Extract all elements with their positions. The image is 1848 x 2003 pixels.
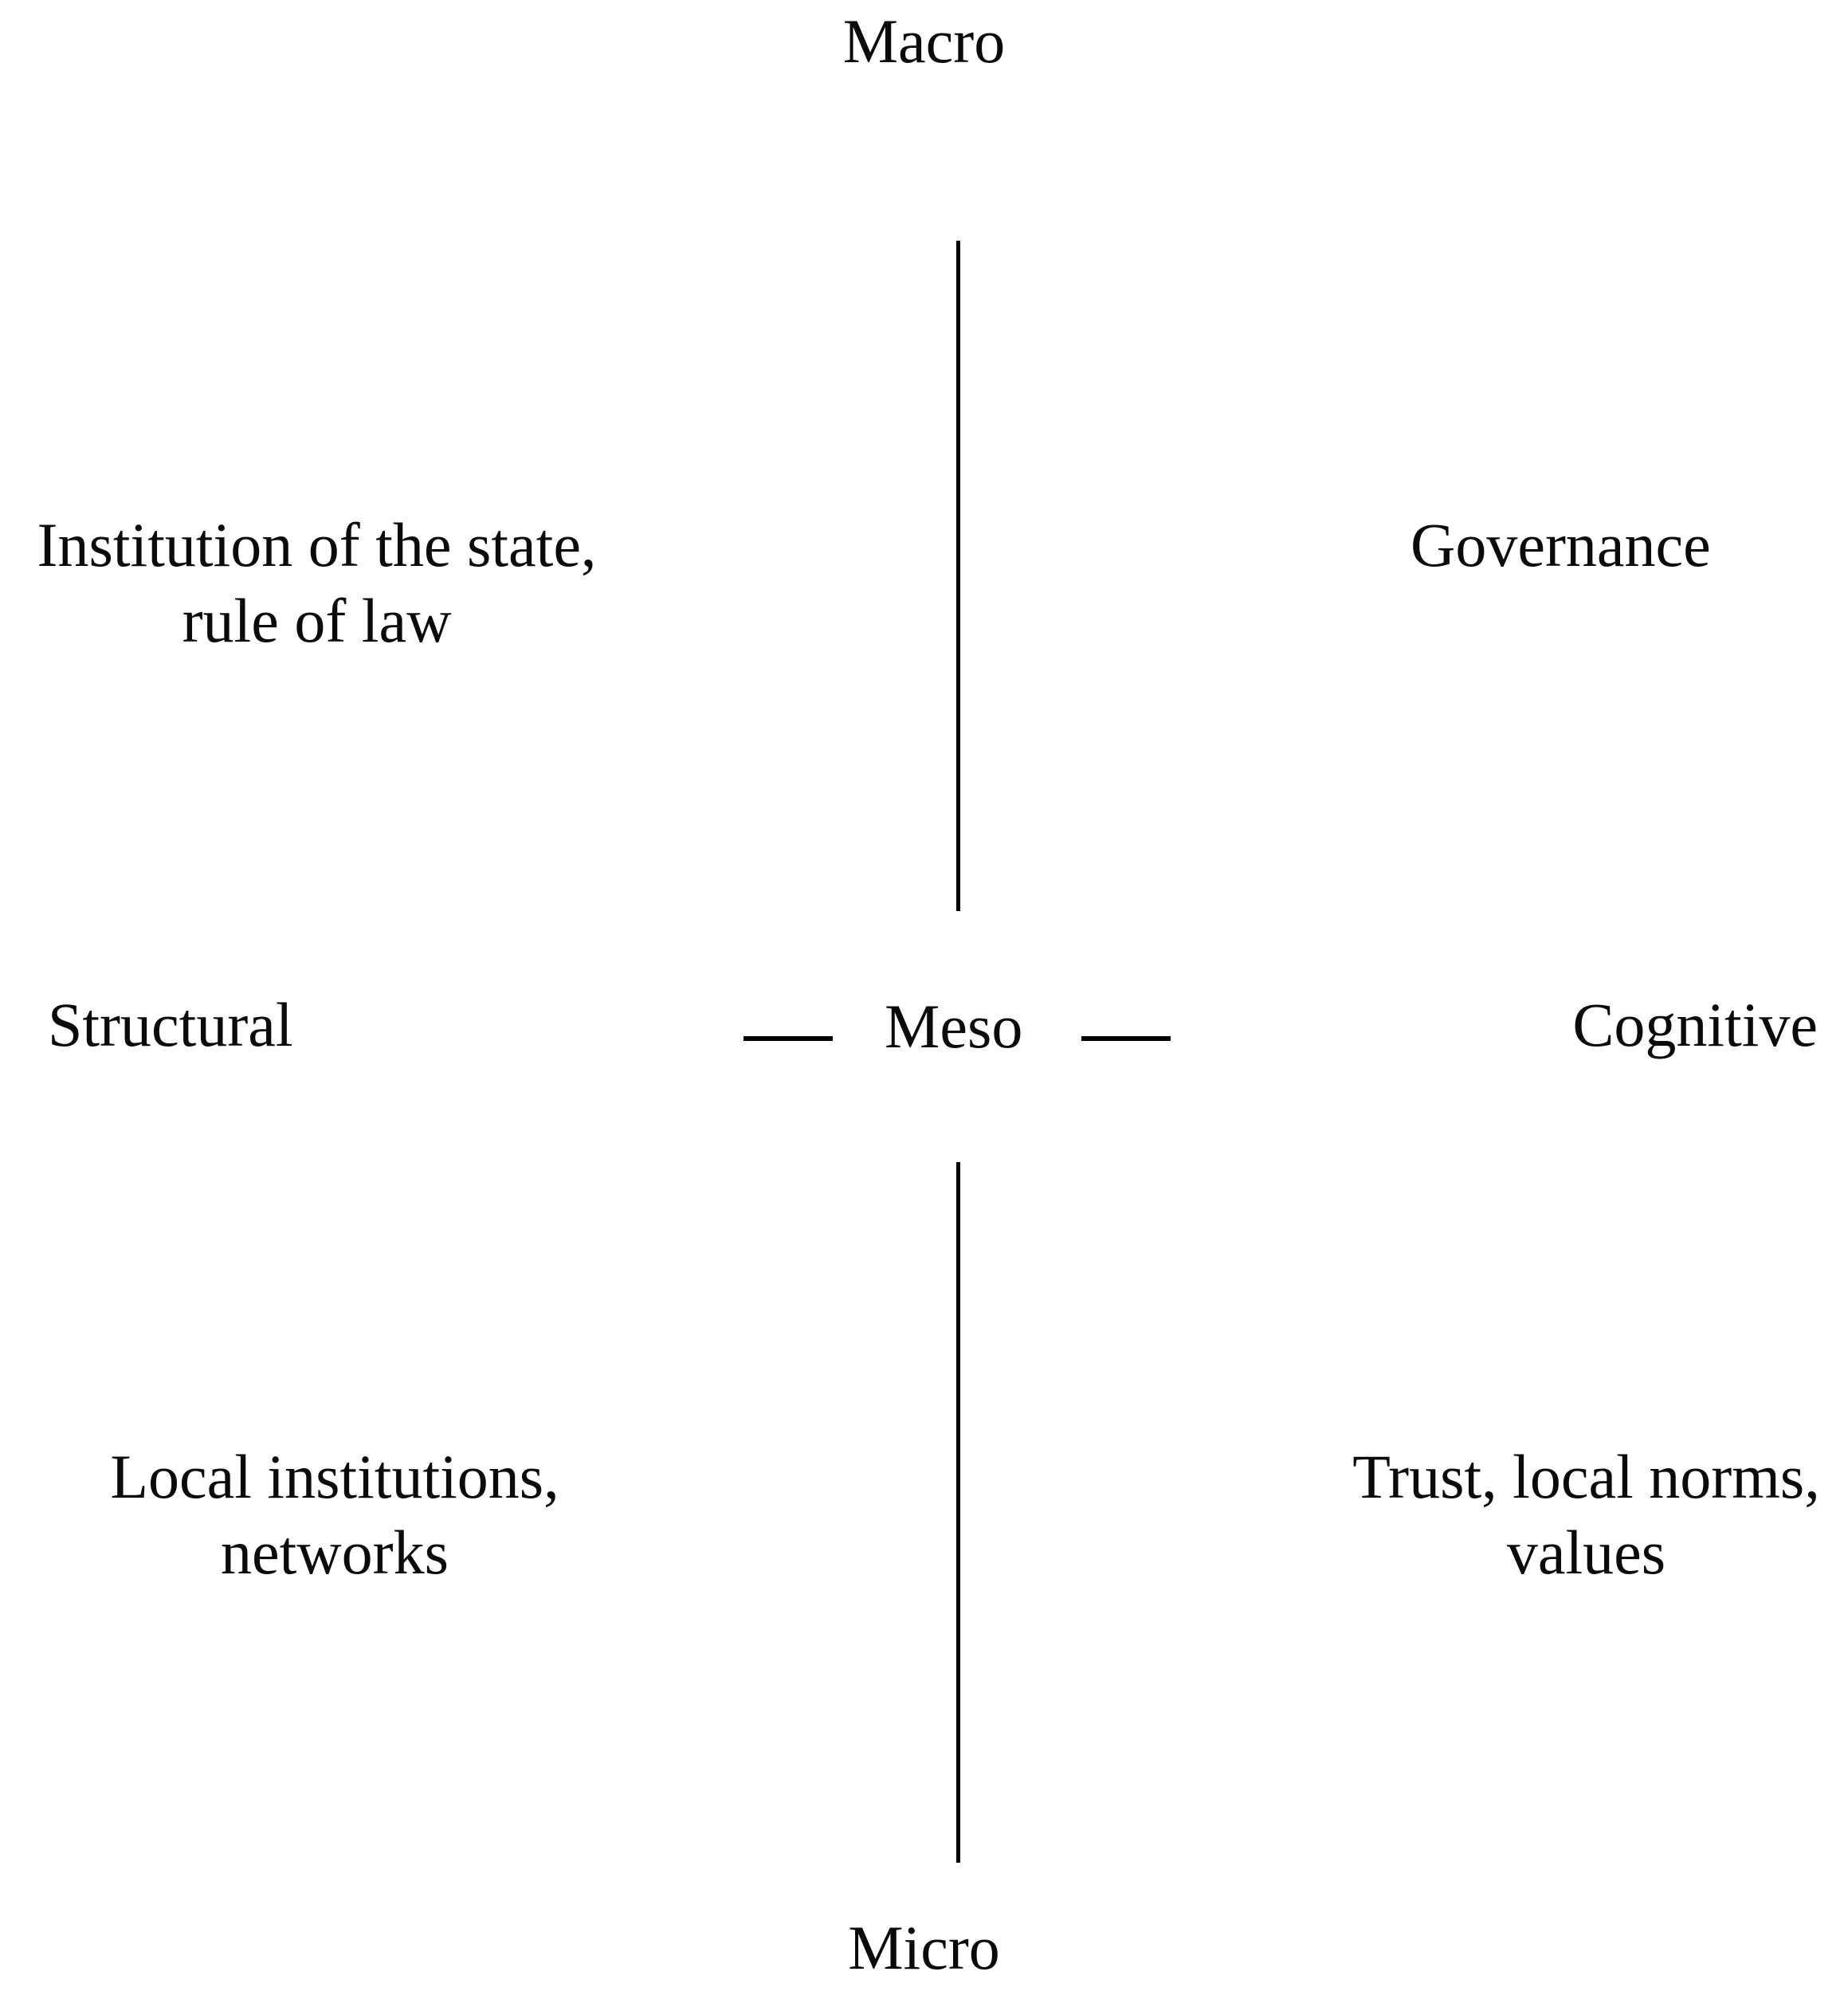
quadrant-label-micro-structural: Local institutions, networks (110, 1442, 559, 1587)
quadrant-label-macro-cognitive: Governance (1411, 510, 1711, 579)
vertical-axis-line-lower (956, 1162, 960, 1863)
axis-pole-label-cognitive: Cognitive (1572, 990, 1818, 1059)
axis-pole-label-structural: Structural (48, 990, 293, 1059)
axis-pole-label-macro: Macro (842, 6, 1006, 76)
quadrant-label-macro-structural: Institution of the state, rule of law (37, 510, 597, 655)
horizontal-axis-dash-right (1081, 1036, 1171, 1041)
horizontal-axis-dash-left (744, 1036, 833, 1041)
quadrant-label-micro-cognitive: Trust, local norms, values (1352, 1442, 1820, 1587)
axis-pole-label-micro: Micro (848, 1913, 1000, 1982)
vertical-axis-line-upper (956, 241, 960, 911)
axis-center-label-meso: Meso (885, 992, 1023, 1061)
